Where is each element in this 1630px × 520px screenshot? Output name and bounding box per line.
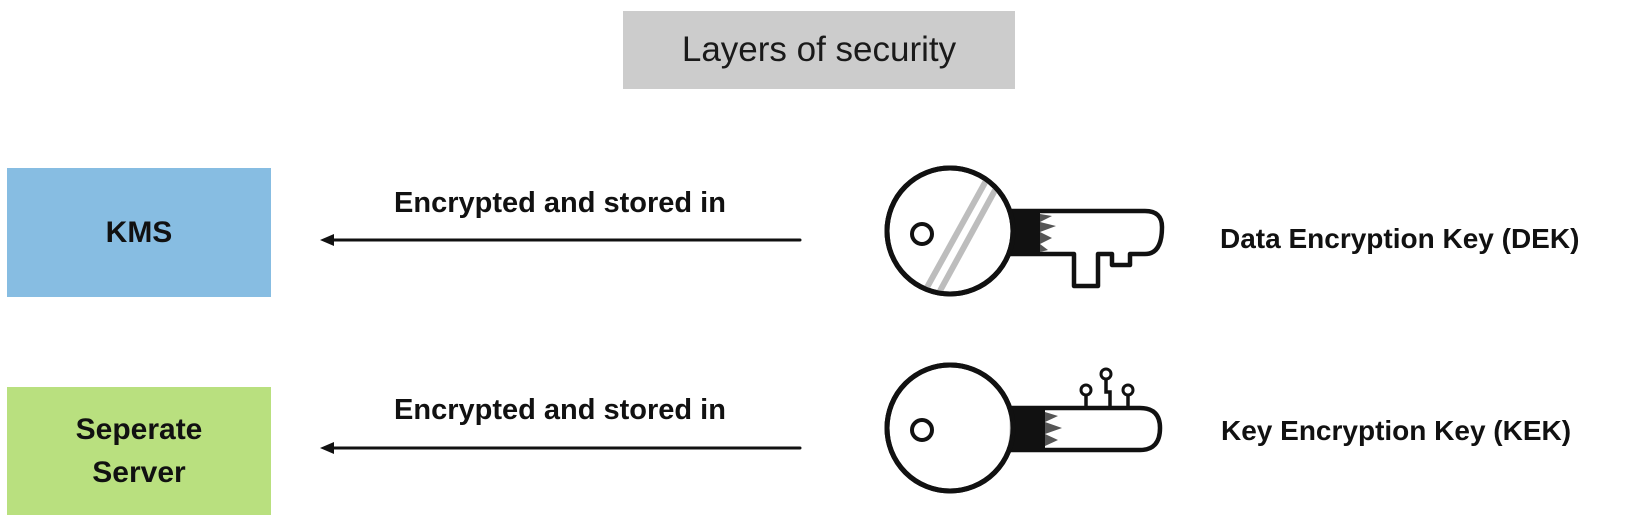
kms-box-label: KMS: [105, 216, 173, 249]
kek-label: Key Encryption Key (KEK): [1221, 415, 1572, 446]
arrow-kek-to-server: [320, 442, 802, 454]
key-icon: [884, 165, 1165, 297]
arrow-dek-to-kms: [320, 234, 802, 246]
circuit-key-icon: [884, 362, 1163, 494]
separate-server-box-label: Seperate Server: [75, 413, 203, 489]
separate-server-box: Seperate Server: [7, 387, 271, 515]
kms-box: KMS: [7, 168, 271, 297]
dek-label: Data Encryption Key (DEK): [1220, 223, 1580, 254]
arrow-label-dek: Encrypted and stored in: [394, 187, 726, 219]
diagram-title-text: Layers of security: [681, 30, 957, 69]
diagram-title: Layers of security: [623, 11, 1015, 89]
arrow-label-kek: Encrypted and stored in: [394, 394, 726, 426]
